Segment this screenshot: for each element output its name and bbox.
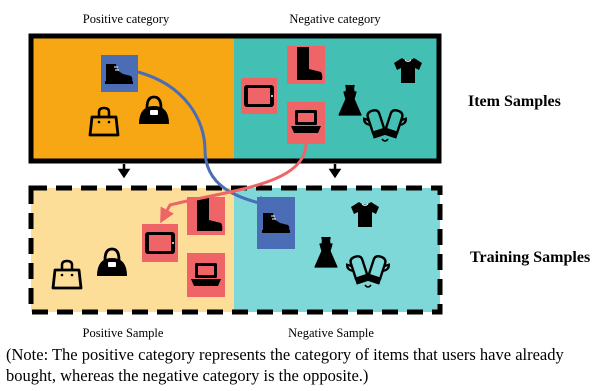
positive-sample-label: Positive Sample	[83, 326, 164, 340]
negative-sample-label: Negative Sample	[288, 326, 374, 340]
positive-category-label: Positive category	[83, 12, 170, 26]
down-arrow-icon	[328, 164, 342, 179]
item-samples-label: Item Samples	[468, 93, 561, 110]
sampling-diagram: Positive category Negative category Item…	[28, 12, 590, 340]
tablet-icon	[145, 232, 175, 254]
laptop-icon	[191, 263, 221, 286]
blue-arrow	[137, 70, 274, 211]
training-samples-label: Training Samples	[470, 249, 590, 266]
laptop-icon	[291, 110, 321, 133]
item-samples-border	[28, 33, 442, 164]
training-samples-border	[28, 185, 443, 315]
red-arrow	[160, 142, 308, 224]
down-arrow-icon	[117, 164, 131, 179]
footnote: (Note: The positive category represents …	[6, 345, 564, 385]
tablet-icon	[244, 85, 274, 107]
negative-category-label: Negative category	[289, 12, 381, 26]
